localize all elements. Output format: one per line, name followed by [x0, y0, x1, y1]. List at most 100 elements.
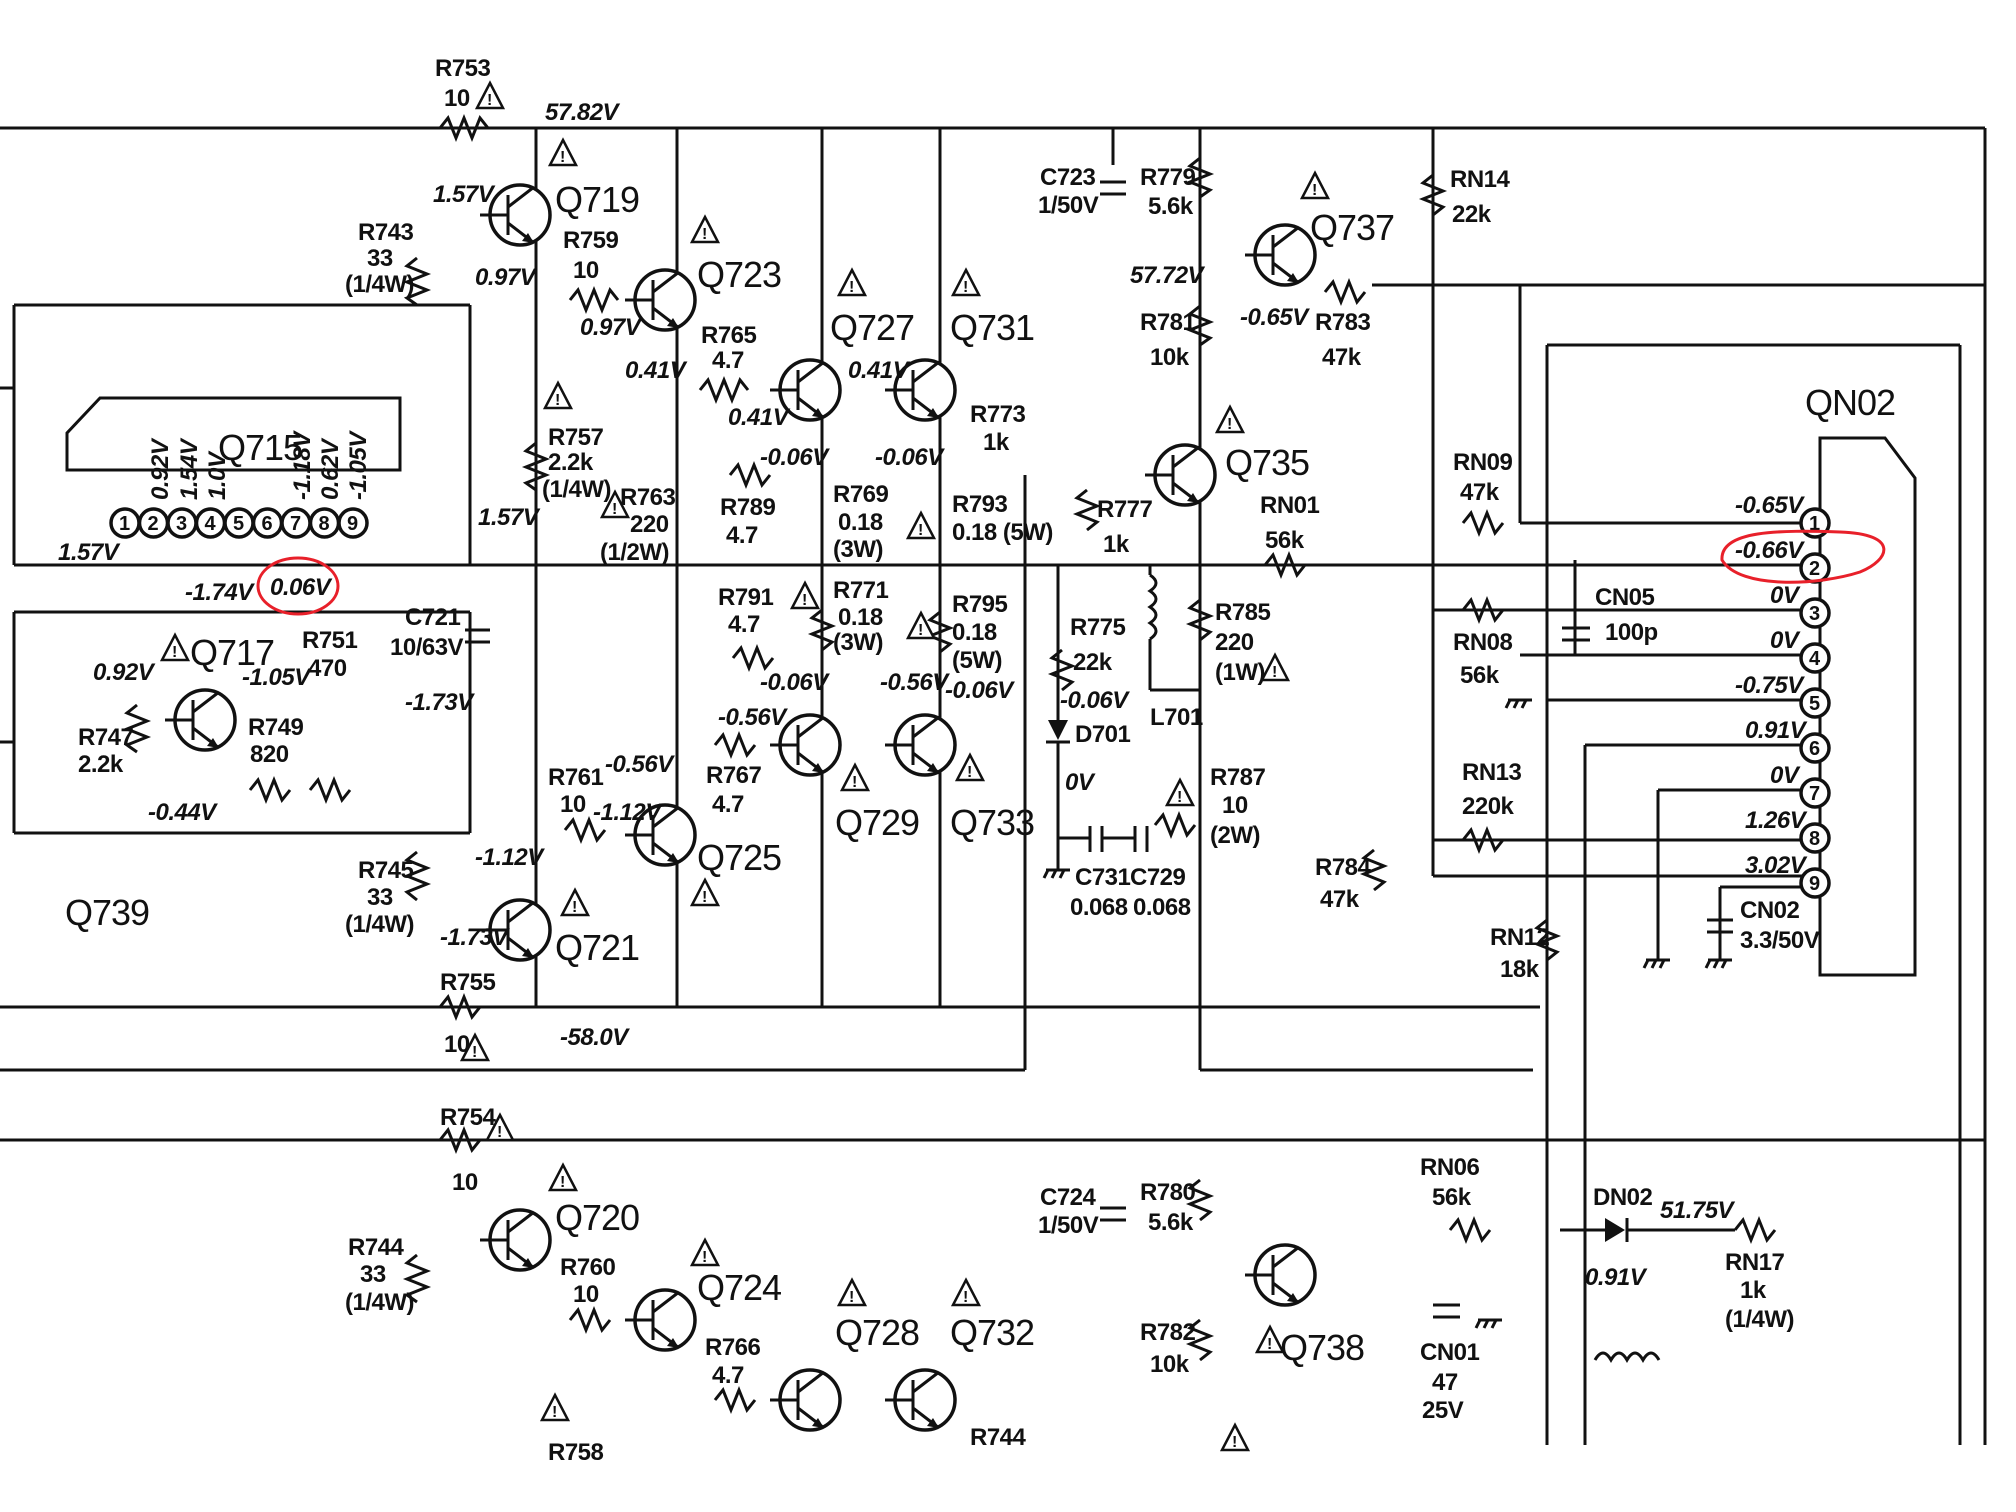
label-rn09: RN09 — [1453, 449, 1513, 476]
label-r744: R744 — [348, 1234, 405, 1261]
label-r766: R766 — [705, 1334, 761, 1361]
volt-rail-neg: -58.0V — [560, 1024, 630, 1051]
volt-q721-base: -1.12V — [475, 844, 545, 871]
q715-pin-6: 6 — [251, 507, 284, 539]
qn02-pin-2-label: 2 — [1809, 558, 1820, 580]
q715-pin-9: 9 — [337, 507, 369, 539]
label-q720: Q720 — [555, 1197, 639, 1238]
highlight-pin2-voltage — [1720, 529, 1886, 584]
label-rn13: RN13 — [1462, 759, 1522, 786]
label-r779: R779 — [1140, 164, 1196, 191]
label-r749: R749 — [248, 714, 304, 741]
q715-pin-3-label: 3 — [176, 513, 187, 535]
wires — [0, 126, 1987, 1445]
component-labels: R753 10 R743 33 (1/4W) R759 10 R765 4.7 … — [65, 55, 1896, 1466]
label-r782: R782 — [1140, 1319, 1196, 1346]
q715-pin-8-label: 8 — [319, 513, 330, 535]
volt-q721-emitter: -1.73V — [440, 924, 510, 951]
volt-q725-base: -1.12V — [593, 799, 663, 826]
qn02-pin-1-label: 1 — [1809, 513, 1820, 535]
label-rn06: RN06 — [1420, 1154, 1480, 1181]
qn02-pin-3-label: 3 — [1809, 603, 1820, 625]
qn02-pin-4-label: 4 — [1809, 648, 1821, 670]
label-r745-rating: (1/4W) — [345, 911, 414, 938]
label-rn09-value: 47k — [1460, 479, 1500, 506]
label-q715: Q715 — [218, 427, 302, 468]
volt-pin9: 3.02V — [1745, 852, 1808, 879]
label-r754: R754 — [440, 1104, 497, 1131]
volt-n174: -1.74V — [185, 579, 255, 606]
voltage-labels: 57.82V -58.0V 1.57V 0.97V 0.97V 0.41V 0.… — [58, 99, 1808, 1291]
label-q723: Q723 — [697, 254, 781, 295]
label-rn12: RN12 — [1490, 924, 1550, 951]
label-r757: R757 — [548, 424, 604, 451]
label-r789: R789 — [720, 494, 776, 521]
label-r747-value: 2.2k — [78, 751, 124, 778]
volt-q719-base: 1.57V — [433, 181, 496, 208]
label-q731: Q731 — [950, 307, 1034, 348]
label-r779-value: 5.6k — [1148, 193, 1194, 220]
label-c721: C721 — [405, 604, 461, 631]
label-rn13-value: 220k — [1462, 793, 1515, 820]
label-q735: Q735 — [1225, 442, 1309, 483]
resistor-symbols — [122, 113, 1777, 1415]
label-r751: R751 — [302, 627, 358, 654]
volt-q725-bias: -0.56V — [605, 751, 675, 778]
label-r763-rating: (1/2W) — [600, 539, 669, 566]
q715-pin-4-label: 4 — [205, 513, 217, 535]
label-q728: Q728 — [835, 1312, 919, 1353]
label-r783-value: 47k — [1322, 344, 1362, 371]
label-cn05: CN05 — [1595, 584, 1655, 611]
label-r760-value: 10 — [573, 1281, 599, 1308]
label-rn08: RN08 — [1453, 629, 1513, 656]
label-r757-value: 2.2k — [548, 449, 594, 476]
label-r780: R780 — [1140, 1179, 1196, 1206]
label-r758: R758 — [548, 1439, 604, 1466]
label-cn01-rating: 25V — [1422, 1397, 1464, 1424]
label-r777-value: 1k — [1103, 531, 1130, 558]
label-r771-rating: (3W) — [833, 629, 883, 656]
label-r773: R773 — [970, 401, 1026, 428]
volt-q727-emitter: 0.41V — [728, 404, 791, 431]
label-r775: R775 — [1070, 614, 1126, 641]
label-r755-value: 10 — [444, 1031, 470, 1058]
label-r787-value: 10 — [1222, 792, 1248, 819]
volt-q715-p4: 1.0V — [204, 450, 231, 500]
label-rn12-value: 18k — [1500, 956, 1540, 983]
label-r785: R785 — [1215, 599, 1271, 626]
qn02-pin-6-label: 6 — [1809, 738, 1820, 760]
volt-q737-base: -0.65V — [1240, 304, 1310, 331]
volt-q729-base: -0.56V — [718, 704, 788, 731]
label-dn02: DN02 — [1593, 1184, 1653, 1211]
label-rn17-rating: (1/4W) — [1725, 1306, 1794, 1333]
label-r771: R771 — [833, 577, 889, 604]
volt-q715-p9: -1.05V — [345, 430, 372, 500]
q715-pin-5-label: 5 — [233, 513, 244, 535]
label-r795-value: 0.18 — [952, 619, 997, 646]
qn02-pin-5: 5 — [1799, 687, 1831, 719]
label-r754-value: 10 — [452, 1169, 478, 1196]
label-r767-value: 4.7 — [712, 791, 744, 818]
volt-q731-base: 0.41V — [848, 357, 911, 384]
volt-pin1: -0.65V — [1735, 492, 1805, 519]
qn02-pin-9: 9 — [1799, 867, 1831, 899]
label-r784-value: 47k — [1320, 886, 1360, 913]
volt-q723-base: 0.97V — [580, 314, 643, 341]
qn02-pin-5-circle — [1799, 687, 1831, 719]
q715-pin-voltages: 0.92V 1.54V 1.0V -1.18V 0.62V -1.05V — [147, 430, 372, 500]
q715-pin-7: 7 — [280, 507, 312, 539]
label-cn05-value: 100p — [1605, 619, 1658, 646]
volt-n006a: -0.06V — [760, 444, 830, 471]
label-qn02: QN02 — [1805, 382, 1895, 423]
label-r747: R747 — [78, 724, 134, 751]
q715-pin-9-circle — [337, 507, 369, 539]
label-q725: Q725 — [697, 837, 781, 878]
label-c729-value: 0.068 — [1133, 894, 1191, 921]
volt-n044: -0.44V — [148, 799, 218, 826]
label-r793: R793 — [952, 491, 1008, 518]
qn02-pin-3-circle — [1799, 597, 1831, 629]
q715-pin-2: 2 — [137, 507, 170, 539]
volt-r779: 57.72V — [1130, 262, 1206, 289]
